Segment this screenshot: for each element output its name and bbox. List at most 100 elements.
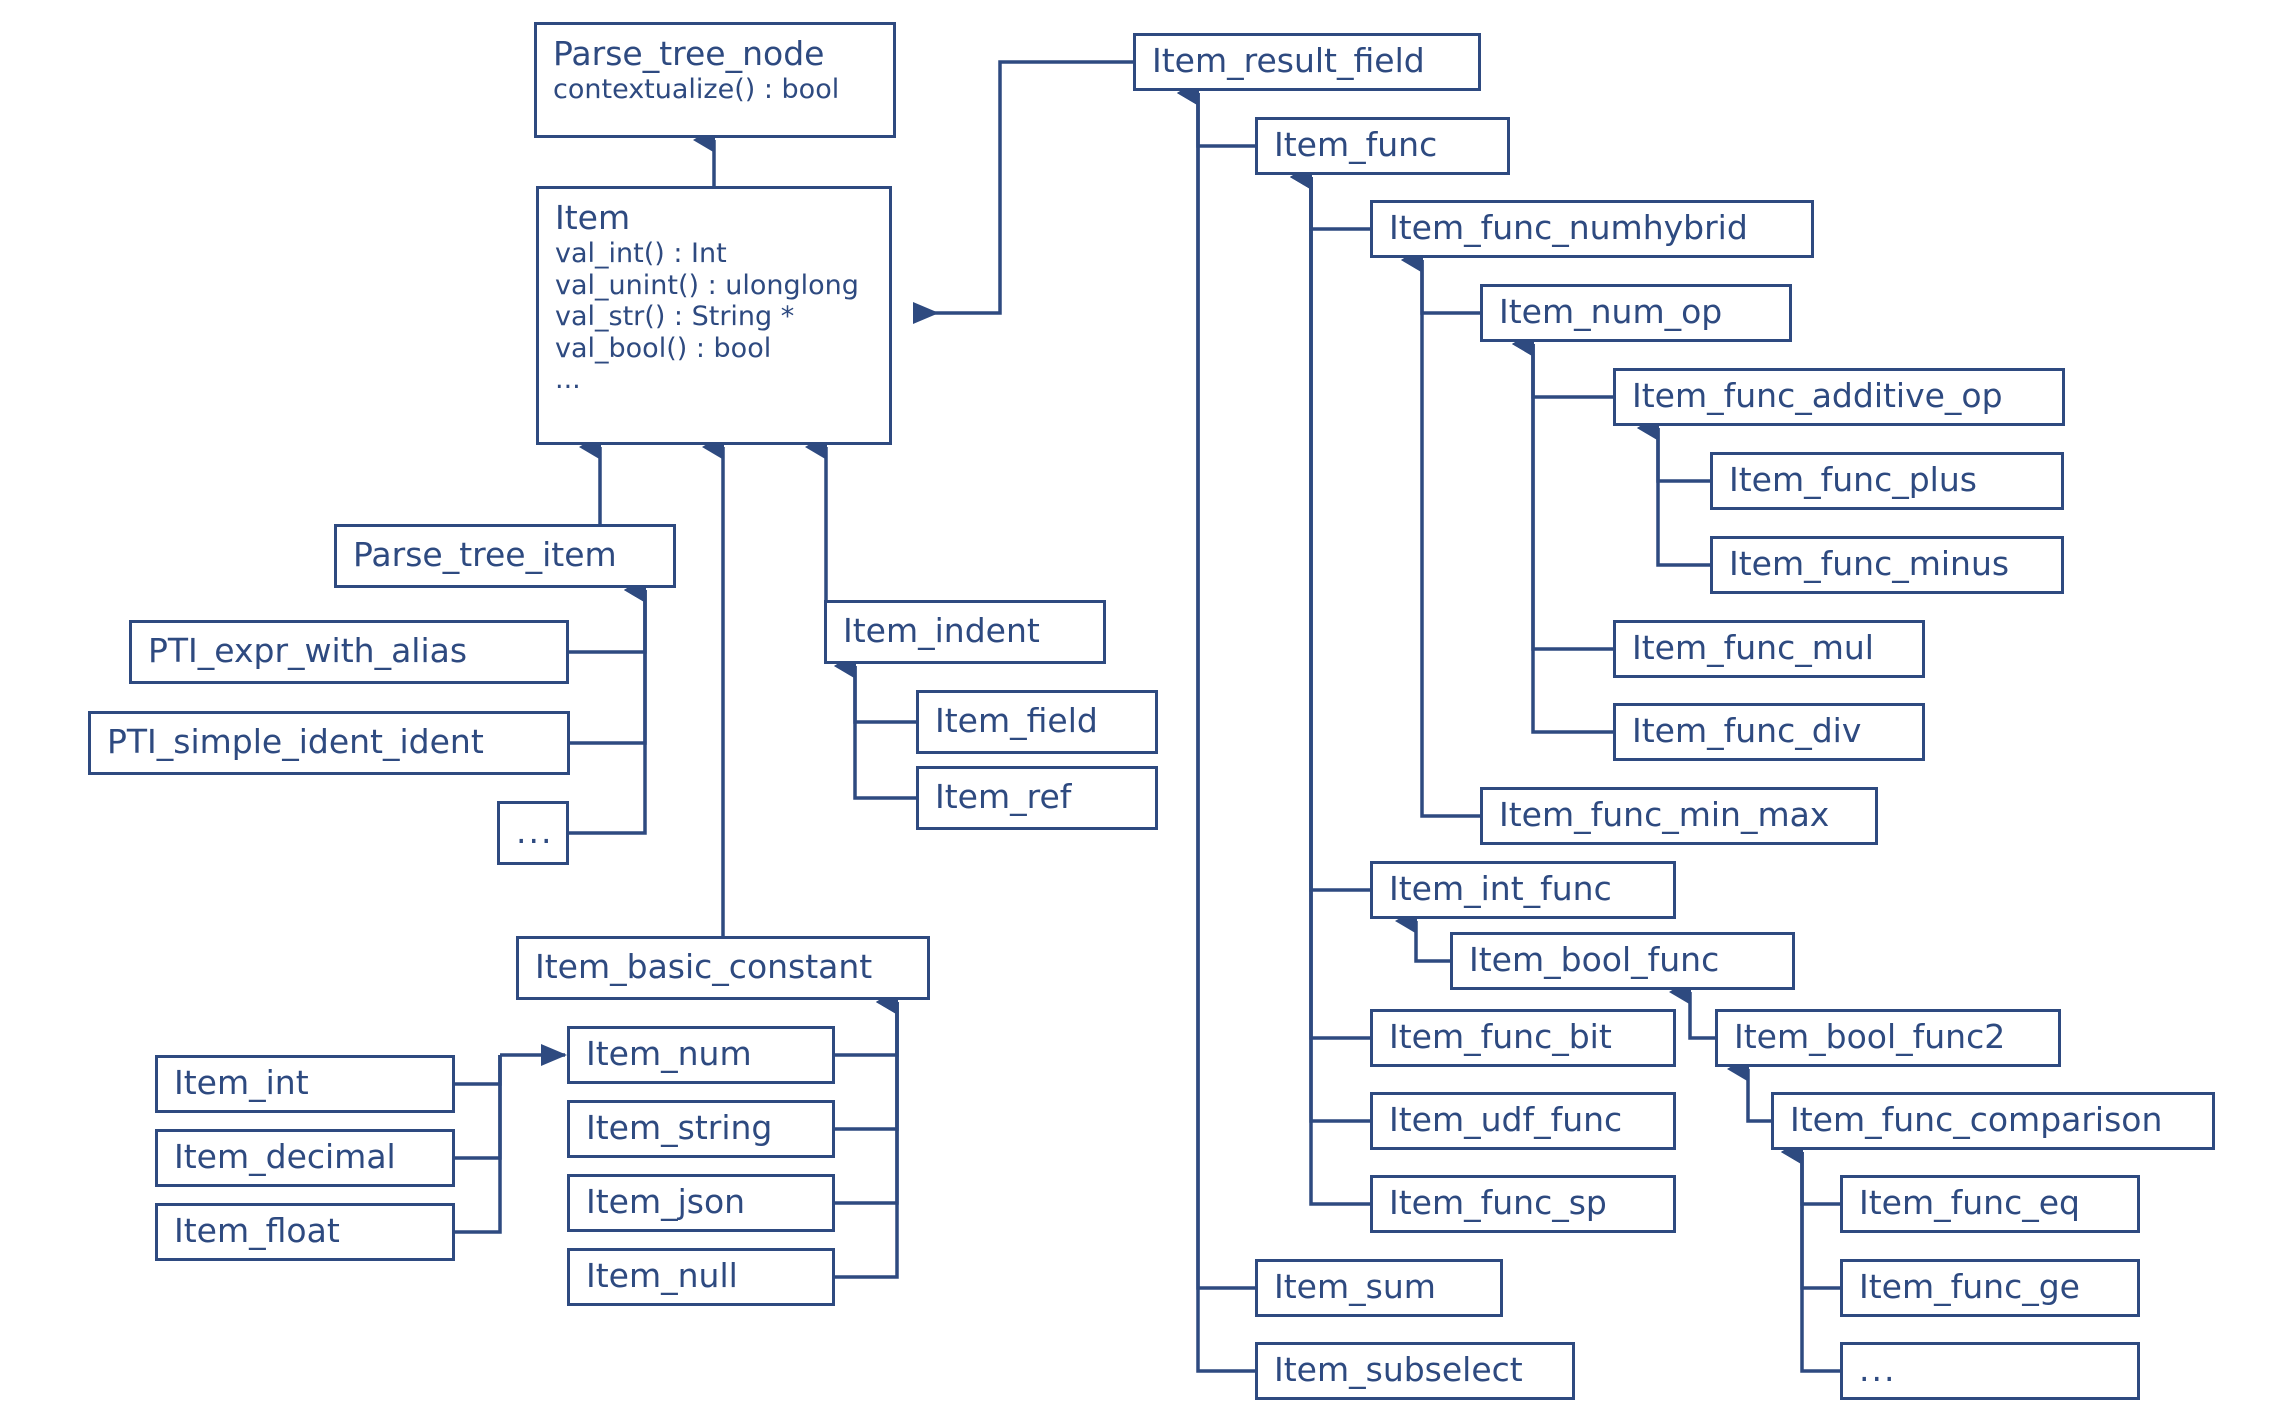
class-name: Item_subselect (1274, 1349, 1523, 1389)
class-name: Item_udf_func (1389, 1099, 1623, 1139)
class-box-item_func[interactable]: Item_func (1255, 117, 1510, 175)
class-box-item_sum[interactable]: Item_sum (1255, 1259, 1503, 1317)
generalization-edge (1781, 1139, 1840, 1206)
class-name: Item_func_comparison (1790, 1099, 2163, 1139)
class-box-item_func_div[interactable]: Item_func_div (1613, 703, 1925, 761)
generalization-edge (1290, 164, 1370, 1206)
class-box-item_num_op[interactable]: Item_num_op (1480, 284, 1792, 342)
generalization-edge (1512, 331, 1613, 651)
generalization-edge (1290, 164, 1370, 1040)
class-member: ... (555, 364, 581, 396)
class-box-item_func_additive_op[interactable]: Item_func_additive_op (1613, 368, 2065, 426)
class-box-item_field[interactable]: Item_field (916, 690, 1158, 754)
class-name: Item_func_min_max (1499, 794, 1830, 834)
generalization-edge (1290, 164, 1370, 1123)
generalization-edge (1177, 80, 1255, 1373)
class-box-item_float[interactable]: Item_float (155, 1203, 455, 1261)
class-name: Item_field (935, 700, 1098, 740)
class-name: Item_decimal (174, 1136, 396, 1176)
class-name: Item_bool_func2 (1734, 1016, 2006, 1056)
generalization-edge (1290, 164, 1370, 231)
generalization-edge (835, 989, 899, 1131)
class-name: Item_int (174, 1062, 309, 1102)
generalization-edge (1781, 1139, 1840, 1373)
class-name: Item_func_minus (1729, 543, 2010, 583)
class-name: Item_string (586, 1107, 773, 1147)
generalization-edge (1401, 247, 1480, 818)
class-box-pti_more[interactable]: ... (497, 801, 569, 865)
class-box-item_int_func[interactable]: Item_int_func (1370, 861, 1676, 919)
class-name: Item_num_op (1499, 291, 1723, 331)
generalization-edge (1727, 1056, 1771, 1123)
class-box-item_func_min_max[interactable]: Item_func_min_max (1480, 787, 1878, 845)
class-box-item_func_bit[interactable]: Item_func_bit (1370, 1009, 1676, 1067)
class-name: PTI_expr_with_alias (148, 630, 468, 670)
class-box-item_func_mul[interactable]: Item_func_mul (1613, 620, 1925, 678)
class-name: Item_func_sp (1389, 1182, 1607, 1222)
class-box-item_basic_constant[interactable]: Item_basic_constant (516, 936, 930, 1000)
class-box-item_bool_func[interactable]: Item_bool_func (1450, 932, 1795, 990)
class-name: Item_func_ge (1859, 1266, 2080, 1306)
generalization-edge (455, 1055, 502, 1086)
class-box-item_subselect[interactable]: Item_subselect (1255, 1342, 1575, 1400)
class-box-item_decimal[interactable]: Item_decimal (155, 1129, 455, 1187)
generalization-edge-result-field-item (913, 60, 1133, 324)
class-name: Item_bool_func (1469, 939, 1720, 979)
generalization-edge (1177, 80, 1255, 148)
generalization-edge (835, 989, 899, 1279)
class-box-item_udf_func[interactable]: Item_udf_func (1370, 1092, 1676, 1150)
class-box-item_num[interactable]: Item_num (567, 1026, 835, 1084)
generalization-edge (1781, 1139, 1840, 1290)
class-member: val_str() : String * (555, 301, 795, 333)
class-box-parse_tree_item[interactable]: Parse_tree_item (334, 524, 676, 588)
class-box-item_func_sp[interactable]: Item_func_sp (1370, 1175, 1676, 1233)
class-name: Parse_tree_item (353, 534, 617, 574)
class-name: Item (555, 198, 631, 237)
class-box-item_func_ge[interactable]: Item_func_ge (1840, 1259, 2140, 1317)
class-name: ... (516, 811, 554, 851)
generalization-edge (835, 989, 899, 1057)
generalization-edge (1401, 247, 1480, 315)
class-box-pti_expr_with_alias[interactable]: PTI_expr_with_alias (129, 620, 569, 684)
class-name: ... (1859, 1349, 1897, 1389)
class-name: PTI_simple_ident_ident (107, 721, 484, 761)
class-name: Item_basic_constant (535, 946, 873, 986)
class-box-item_ref[interactable]: Item_ref (916, 766, 1158, 830)
class-name: Item_func_additive_op (1632, 375, 2003, 415)
class-box-item_func_eq[interactable]: Item_func_eq (1840, 1175, 2140, 1233)
class-box-item_func_comparison[interactable]: Item_func_comparison (1771, 1092, 2215, 1150)
class-member: val_int() : Int (555, 237, 727, 269)
class-box-item_func_minus[interactable]: Item_func_minus (1710, 536, 2064, 594)
class-box-item_result_field[interactable]: Item_result_field (1133, 33, 1481, 91)
class-name: Item_float (174, 1210, 340, 1250)
generalization-edge (1512, 331, 1613, 399)
class-box-item_func_plus[interactable]: Item_func_plus (1710, 452, 2064, 510)
class-name: Item_null (586, 1255, 738, 1295)
generalization-edge (834, 653, 916, 800)
generalization-edge (455, 1055, 502, 1160)
generalization-edge (834, 653, 916, 724)
class-box-item_string[interactable]: Item_string (567, 1100, 835, 1158)
class-box-item_int[interactable]: Item_int (155, 1055, 455, 1113)
class-box-comparison_more[interactable]: ... (1840, 1342, 2140, 1400)
class-name: Parse_tree_node (553, 34, 825, 73)
class-box-item_json[interactable]: Item_json (567, 1174, 835, 1232)
class-box-item_indent[interactable]: Item_indent (824, 600, 1106, 664)
generalization-edge (1669, 979, 1715, 1040)
class-box-item_func_numhybrid[interactable]: Item_func_numhybrid (1370, 200, 1814, 258)
generalization-edge (455, 1055, 502, 1234)
class-box-item_null[interactable]: Item_null (567, 1248, 835, 1306)
class-name: Item_func_bit (1389, 1016, 1612, 1056)
class-name: Item_func_div (1632, 710, 1862, 750)
class-name: Item_sum (1274, 1266, 1436, 1306)
class-box-item_bool_func2[interactable]: Item_bool_func2 (1715, 1009, 2061, 1067)
class-box-pti_simple_ident_ident[interactable]: PTI_simple_ident_ident (88, 711, 570, 775)
class-name: Item_func (1274, 124, 1438, 164)
class-name: Item_func_numhybrid (1389, 207, 1748, 247)
class-name: Item_result_field (1152, 40, 1425, 80)
class-member: val_bool() : bool (555, 332, 772, 364)
class-name: Item_num (586, 1033, 752, 1073)
